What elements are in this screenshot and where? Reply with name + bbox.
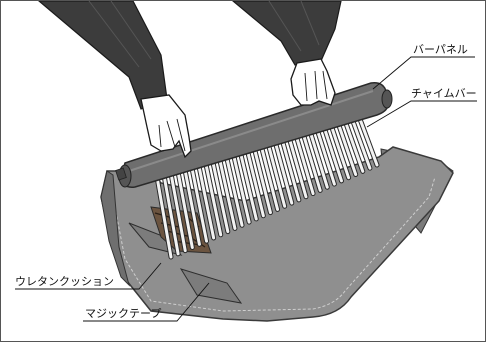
gloved-hand-icon (141, 95, 191, 157)
right-sleeve (233, 1, 341, 65)
label-urethane-cushion: ウレタンクッション (15, 275, 114, 288)
gloved-hand-icon (291, 59, 335, 105)
label-bar-panel: バーパネル (413, 43, 468, 56)
label-chime-bar: チャイムバー (411, 87, 477, 100)
label-magic-tape: マジックテープ (85, 307, 161, 320)
